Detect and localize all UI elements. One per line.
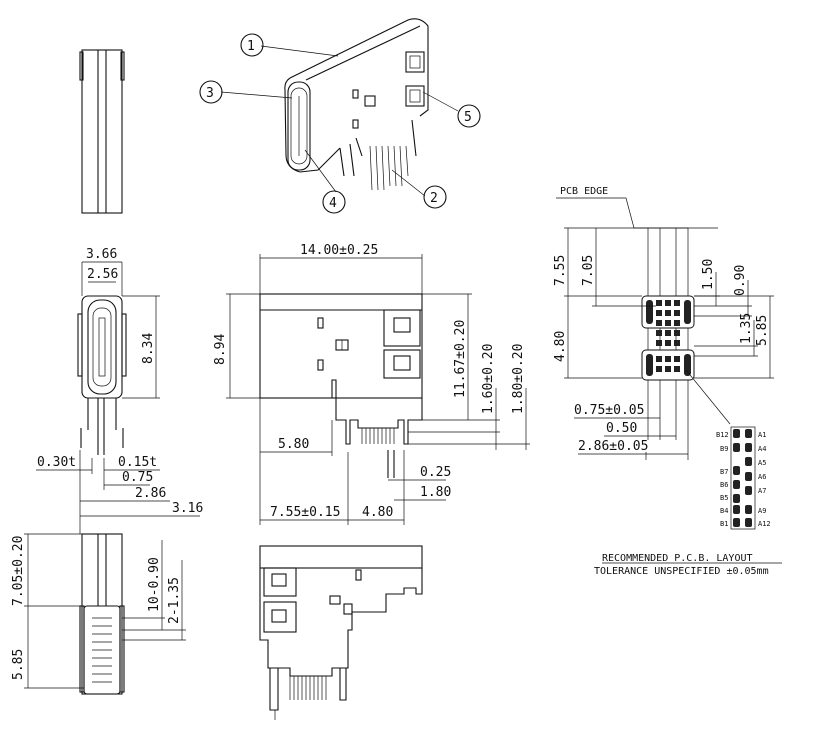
side-view-top: [79, 49, 125, 214]
dim-2-56: 2.56: [87, 267, 118, 282]
front-view: 3.66 2.56 8.34 0.30t 0.15t 0.75 2.86 3.1…: [36, 247, 203, 534]
dim-4-80: 4.80: [362, 505, 393, 520]
dim-5-85-side: 5.85: [11, 649, 26, 680]
isometric-view: 1 3 4 2 5: [199, 18, 481, 214]
dim-0-30t: 0.30t: [37, 455, 76, 470]
side-view-bottom: 7.05±0.20 10-0.90 2-1.35 5.85: [11, 533, 186, 695]
dim-1-60: 1.60±0.20: [481, 344, 496, 414]
pin-b1: B1: [720, 520, 728, 528]
dim-0-25: 0.25: [420, 465, 451, 480]
dim-1-80: 1.80±0.20: [511, 344, 526, 414]
pin-a12: A12: [758, 520, 771, 528]
dim-7-55: 7.55±0.15: [270, 505, 340, 520]
dim-3-16: 3.16: [172, 501, 203, 516]
pin-b5: B5: [720, 494, 728, 502]
callout-5: 5: [464, 110, 472, 125]
pcb-caption-line2: TOLERANCE UNSPECIFIED ±0.05mm: [594, 566, 769, 577]
pcb-dim-0-50: 0.50: [606, 421, 637, 436]
pin-a4: A4: [758, 445, 766, 453]
pcb-dim-2-86: 2.86±0.05: [578, 439, 648, 454]
pcb-dim-0-90: 0.90: [733, 265, 748, 296]
bottom-view: [259, 545, 423, 720]
pcb-dim-7-55: 7.55: [553, 255, 568, 286]
dim-8-34: 8.34: [141, 333, 156, 364]
pin-map-detail: B12 B9 B7 B6 B5 B4 B1 A1 A4 A5 A6 A7 A9 …: [716, 426, 771, 530]
pin-a7: A7: [758, 487, 766, 495]
pin-b4: B4: [720, 507, 728, 515]
pin-b12: B12: [716, 431, 729, 439]
dim-7-05-side: 7.05±0.20: [11, 536, 26, 606]
callout-4: 4: [329, 196, 337, 211]
pin-a5: A5: [758, 459, 766, 467]
pcb-dim-5-85: 5.85: [755, 315, 770, 346]
dim-0-75: 0.75: [122, 470, 153, 485]
dim-8-94: 8.94: [213, 334, 228, 365]
pin-b9: B9: [720, 445, 728, 453]
pcb-dim-4-80: 4.80: [553, 331, 568, 362]
top-view: 14.00±0.25 8.94 11.67±0.20 1.60±0.20 1.8…: [213, 243, 530, 525]
dim-3-66: 3.66: [86, 247, 117, 262]
dim-2-135: 2-1.35: [167, 577, 182, 624]
callout-1: 1: [247, 39, 255, 54]
pcb-dim-1-35: 1.35: [739, 313, 754, 344]
pin-b6: B6: [720, 481, 728, 489]
pin-a9: A9: [758, 507, 766, 515]
dim-5-80: 5.80: [278, 437, 309, 452]
callout-3: 3: [206, 86, 214, 101]
dim-0-15t: 0.15t: [118, 455, 157, 470]
pcb-dim-0-75: 0.75±0.05: [574, 403, 644, 418]
pcb-caption-line1: RECOMMENDED P.C.B. LAYOUT: [602, 553, 753, 564]
pcb-dim-7-05: 7.05: [581, 255, 596, 286]
dim-1-80-bottom: 1.80: [420, 485, 451, 500]
pin-a6: A6: [758, 473, 766, 481]
dim-14-00: 14.00±0.25: [300, 243, 378, 258]
pin-a1: A1: [758, 431, 766, 439]
pcb-dim-1-50: 1.50: [701, 259, 716, 290]
dim-2-86: 2.86: [135, 486, 166, 501]
pin-b7: B7: [720, 468, 728, 476]
callout-2: 2: [430, 191, 438, 206]
pcb-layout: PCB EDGE: [553, 186, 782, 577]
pcb-edge-label: PCB EDGE: [560, 186, 608, 197]
dim-10-090: 10-0.90: [147, 557, 162, 612]
dim-11-67: 11.67±0.20: [453, 320, 468, 398]
